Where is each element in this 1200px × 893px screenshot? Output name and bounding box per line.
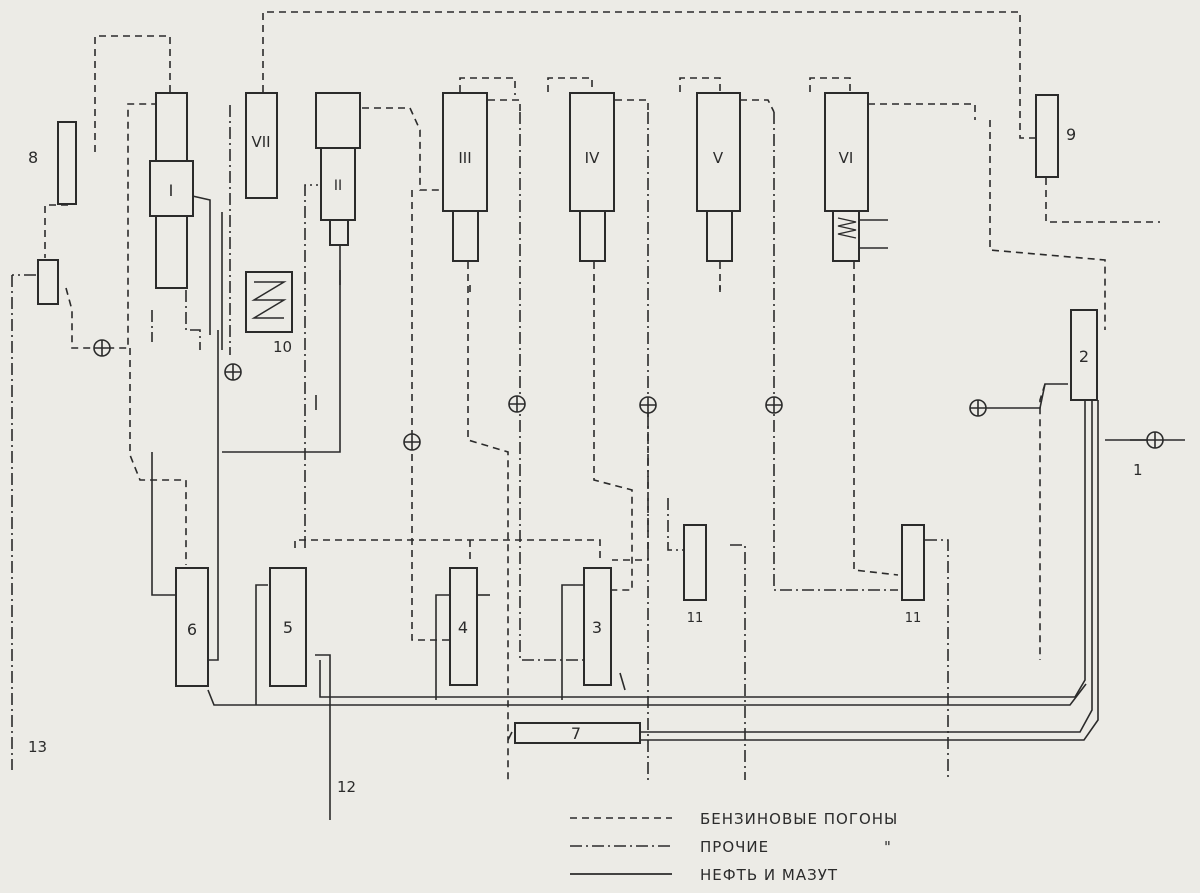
column-VI: VI: [824, 92, 888, 262]
column-VII: VII: [245, 92, 278, 199]
legend-label: НЕФТЬ И МАЗУТ: [700, 866, 838, 884]
column-label: VI: [839, 149, 854, 167]
junction-symbol: [1146, 431, 1164, 449]
furnace-10: 10: [245, 271, 293, 356]
column-label: II: [334, 178, 342, 194]
vessel-6: 6: [175, 567, 209, 687]
junction-symbol: [765, 396, 783, 414]
oil-lines: [151, 194, 1185, 820]
legend-item-gasoline: БЕНЗИНОВЫЕ ПОГОНЫ: [570, 810, 898, 828]
column-label: III: [458, 149, 471, 167]
output-13-label: 13: [28, 738, 47, 756]
vessel-label: 8: [28, 148, 38, 167]
furnace-label: 10: [273, 338, 292, 356]
column-II: II: [315, 92, 361, 246]
junction-symbol: [93, 339, 111, 357]
output-12-label: 12: [337, 778, 356, 796]
legend-item-other: ПРОЧИЕ ": [570, 838, 892, 856]
vessel-2: 2: [1070, 309, 1098, 401]
vessel-8-separator: [37, 259, 59, 305]
legend-ditto-mark: ": [884, 838, 892, 856]
column-label: V: [713, 149, 724, 167]
legend-item-oil: НЕФТЬ И МАЗУТ: [570, 866, 838, 884]
feed-stream-label: 1: [1133, 461, 1143, 479]
vessel-3: 3: [583, 567, 612, 686]
legend-label: БЕНЗИНОВЫЕ ПОГОНЫ: [700, 810, 898, 828]
other-lines: [11, 105, 949, 780]
junction-symbol: [508, 395, 526, 413]
vessel-label: 9: [1066, 125, 1076, 144]
junction-symbol: [224, 363, 242, 381]
vessel-9: 9: [1035, 94, 1076, 178]
vessel-11-right: 11: [901, 524, 925, 626]
vessel-label: 11: [687, 611, 704, 626]
column-IV: IV: [569, 92, 615, 262]
equipment: I VII II III IV V: [28, 92, 1098, 744]
column-label: IV: [585, 149, 600, 167]
legend: БЕНЗИНОВЫЕ ПОГОНЫ ПРОЧИЕ " НЕФТЬ И МАЗУТ: [570, 810, 898, 884]
column-V: V: [696, 92, 741, 262]
vessel-5: 5: [269, 567, 307, 687]
vessel-label: 7: [571, 724, 581, 743]
junction-symbol: [639, 396, 657, 414]
vessel-label: 4: [458, 618, 468, 637]
mixing-junctions: [93, 339, 1164, 451]
pipelines: [11, 11, 1185, 820]
column-III: III: [442, 92, 488, 262]
vessel-11-left: 11: [683, 524, 707, 626]
stream-labels: 1 12 13: [28, 461, 1143, 796]
vessel-label: 2: [1079, 347, 1089, 366]
vessel-4: 4: [449, 567, 478, 686]
column-I: I: [149, 92, 194, 289]
column-label: VII: [251, 133, 270, 151]
junction-symbol: [969, 399, 987, 417]
junction-symbol: [403, 433, 421, 451]
vessel-label: 11: [905, 611, 922, 626]
legend-label: ПРОЧИЕ: [700, 838, 769, 856]
vessel-8: 8: [28, 121, 77, 205]
vessel-label: 3: [592, 618, 602, 637]
vessel-label: 6: [187, 620, 197, 639]
gasoline-lines: [44, 11, 1160, 780]
vessel-7: 7: [514, 722, 641, 744]
column-label: I: [169, 181, 174, 200]
vessel-label: 5: [283, 618, 293, 637]
